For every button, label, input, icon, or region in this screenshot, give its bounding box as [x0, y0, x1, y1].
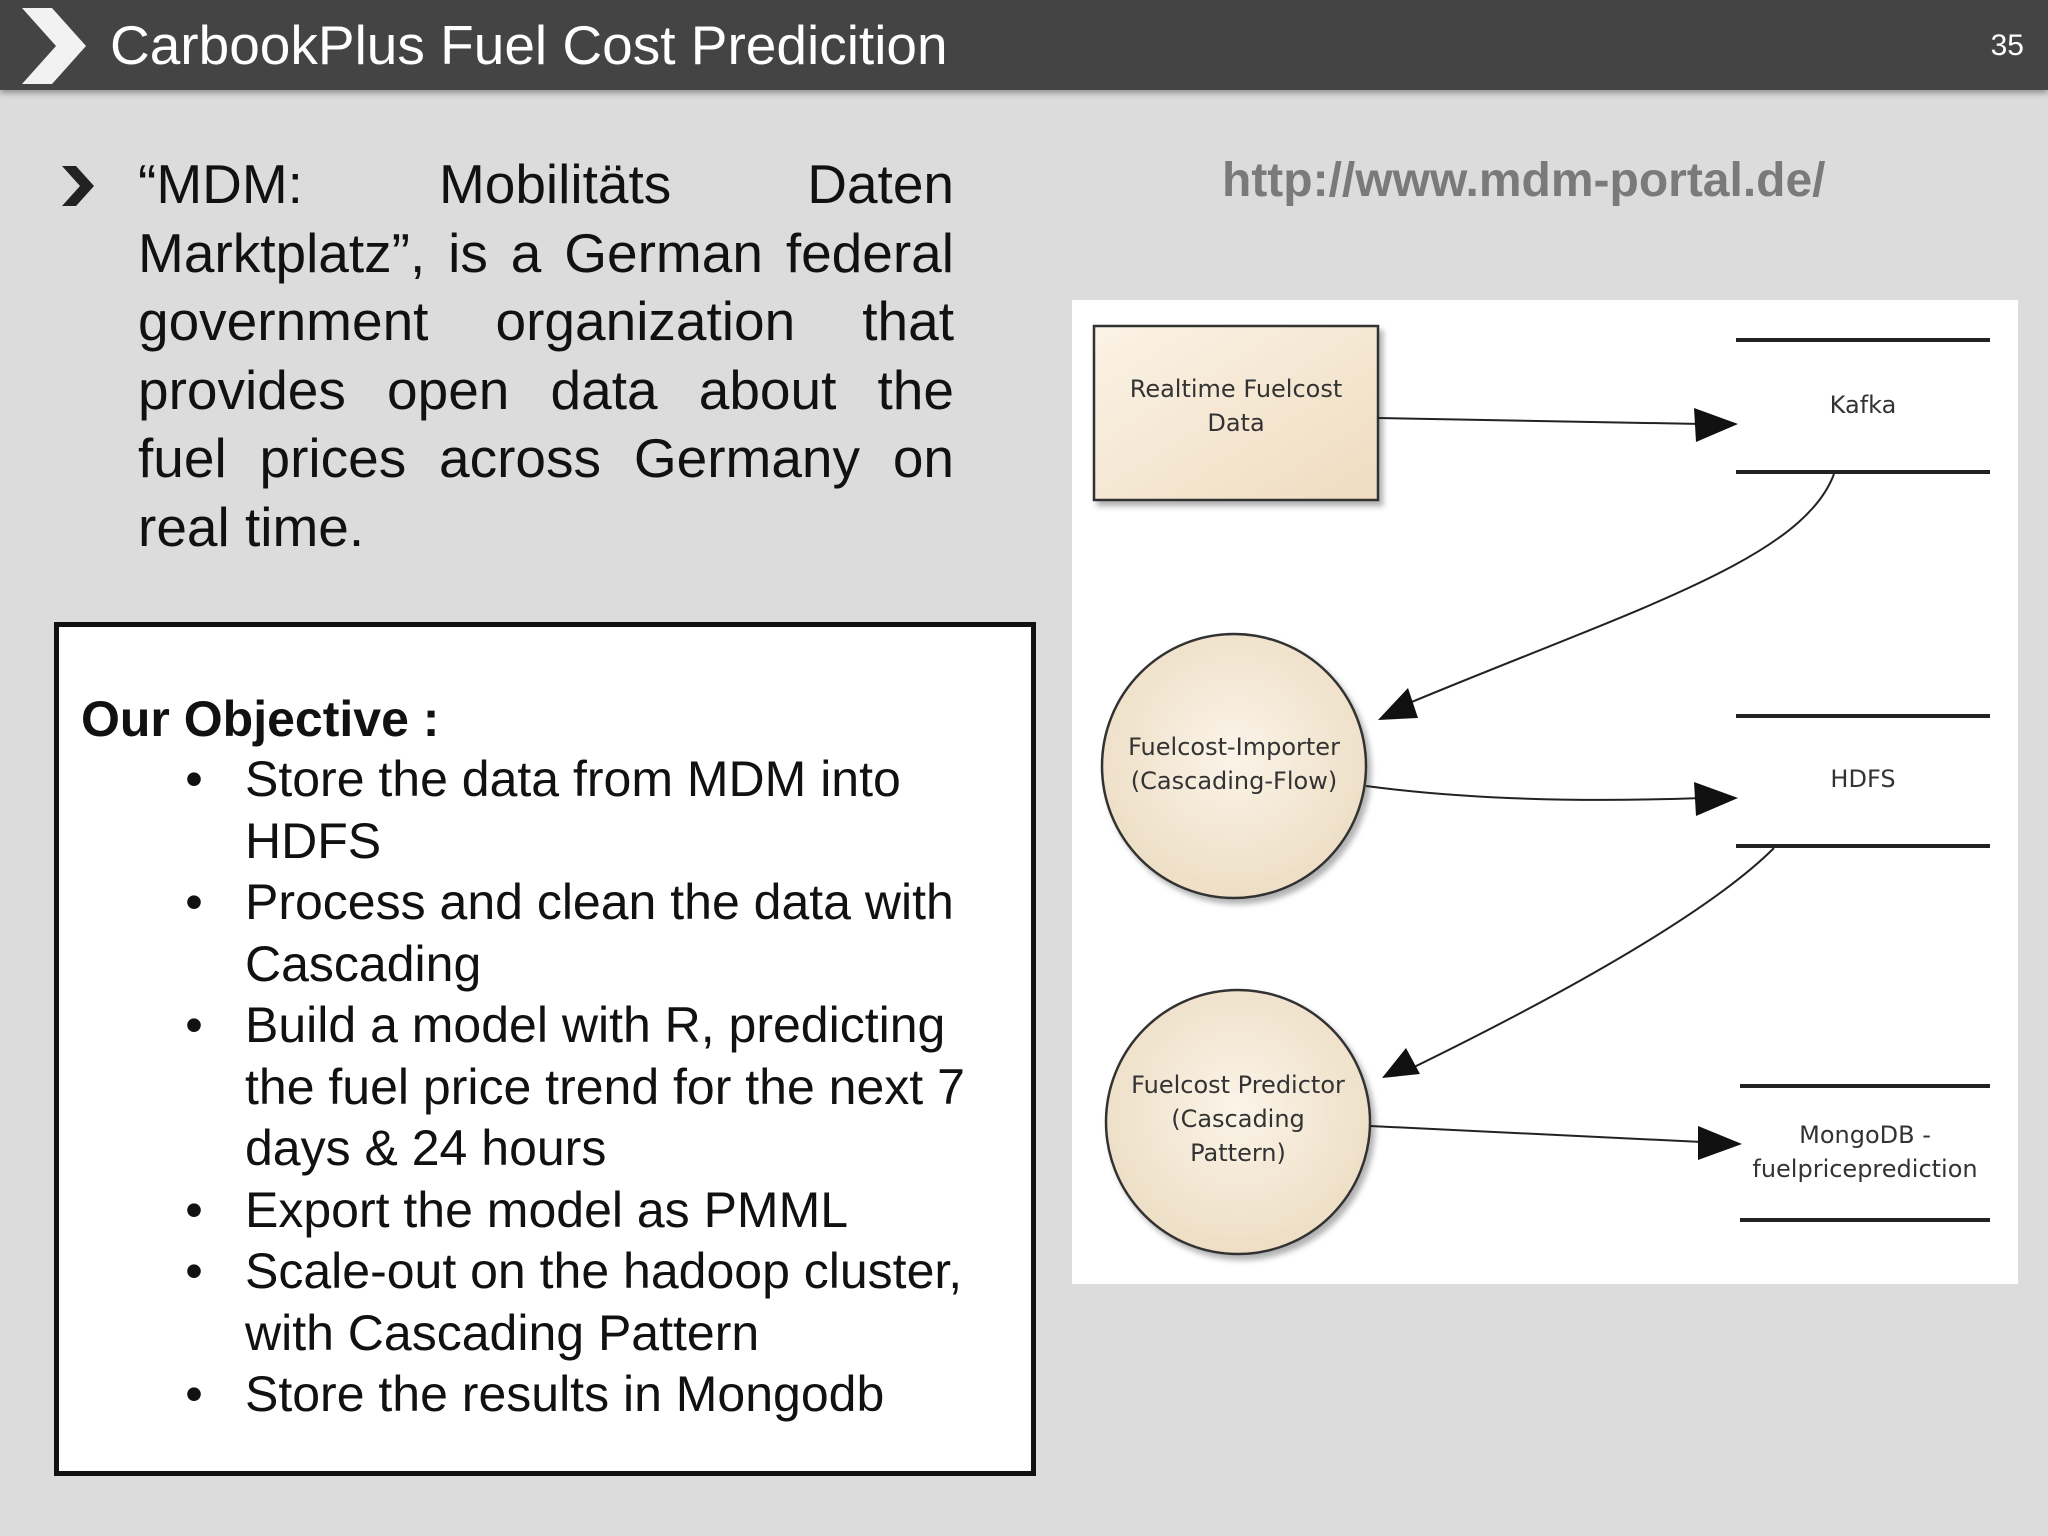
realtime-data-node: [1092, 324, 1380, 502]
realtime-data-label: Realtime Fuelcost Data: [1129, 375, 1343, 437]
arrow-predictor-to-mongodb: [1369, 1125, 1703, 1143]
arrowhead: [1382, 1048, 1420, 1078]
list-item: • Process and clean the data with Cascadi…: [59, 872, 1019, 995]
bullet: •: [185, 1243, 203, 1299]
list-item-text: Scale-out on the hadoop cluster, with Ca…: [245, 1243, 963, 1361]
page-number: 35: [1990, 29, 2024, 62]
arrowhead: [1694, 408, 1738, 442]
list-item: • Store the data from MDM into HDFS: [59, 749, 1019, 872]
objective-box: Our Objective : • Store the data from MDM…: [54, 622, 1036, 1476]
list-item: • Build a model with R, predicting the fu…: [59, 995, 1019, 1180]
importer-node: [1100, 632, 1368, 900]
diagram-canvas: [1092, 324, 1990, 1256]
list-item: • Store the results in Mongodb: [59, 1364, 1019, 1426]
predictor-label: Fuelcost Predictor (Cascading Pattern): [1131, 1071, 1345, 1167]
bullet: •: [185, 1181, 203, 1238]
kafka-label: Kafka: [1829, 391, 1897, 419]
chevron-right-icon: [62, 166, 94, 206]
arrow-realtime-to-kafka: [1377, 417, 1703, 425]
objective-list: • Store the data from MDM into HDFS • Proc…: [59, 749, 1019, 1426]
arrowhead: [1694, 782, 1738, 816]
importer-label: Fuelcost-Importer (Cascading-Flow): [1128, 733, 1340, 795]
bullet: •: [185, 1366, 203, 1422]
arrow-kafka-to-importer: [1401, 473, 1835, 707]
arrow-hdfs-to-predictor: [1407, 847, 1775, 1071]
mongodb-label: MongoDB - fuelpriceprediction: [1752, 1121, 1978, 1183]
arrowhead: [1698, 1126, 1742, 1160]
list-item: • Scale-out on the hadoop cluster, with C…: [59, 1241, 1019, 1364]
hdfs-label: HDFS: [1830, 765, 1896, 793]
title-bar: CarbookPlus Fuel Cost Predicition 35: [0, 0, 2048, 90]
list-item-text: Process and clean the data with Cascadin…: [245, 874, 954, 992]
objective-title: Our Objective :: [81, 691, 440, 747]
bullet: •: [185, 997, 203, 1053]
chevron-right-icon: [22, 8, 86, 84]
intro-paragraph: “MDM: Mobilitäts Daten Marktplatz”, is a…: [138, 153, 954, 558]
list-item-text: Export the model as PMML: [245, 1181, 849, 1238]
slide-title: CarbookPlus Fuel Cost Predicition: [110, 14, 948, 76]
list-item: • Export the model as PMML: [59, 1180, 1019, 1242]
data-flow-diagram: Realtime Fuelcost Data Kafka Fuelcost-Im…: [1072, 300, 2018, 1284]
list-item-text: Build a model with R, predicting the fue…: [245, 997, 965, 1176]
list-item-text: Store the data from MDM into HDFS: [245, 751, 901, 869]
arrowhead: [1378, 688, 1418, 720]
predictor-node: [1104, 988, 1372, 1256]
arrow-importer-to-hdfs: [1365, 785, 1703, 801]
mdm-portal-link[interactable]: http://www.mdm-portal.de/: [1222, 154, 1826, 207]
bullet: •: [185, 874, 203, 930]
list-item-text: Store the results in Mongodb: [245, 1366, 885, 1422]
bullet: •: [185, 751, 203, 807]
